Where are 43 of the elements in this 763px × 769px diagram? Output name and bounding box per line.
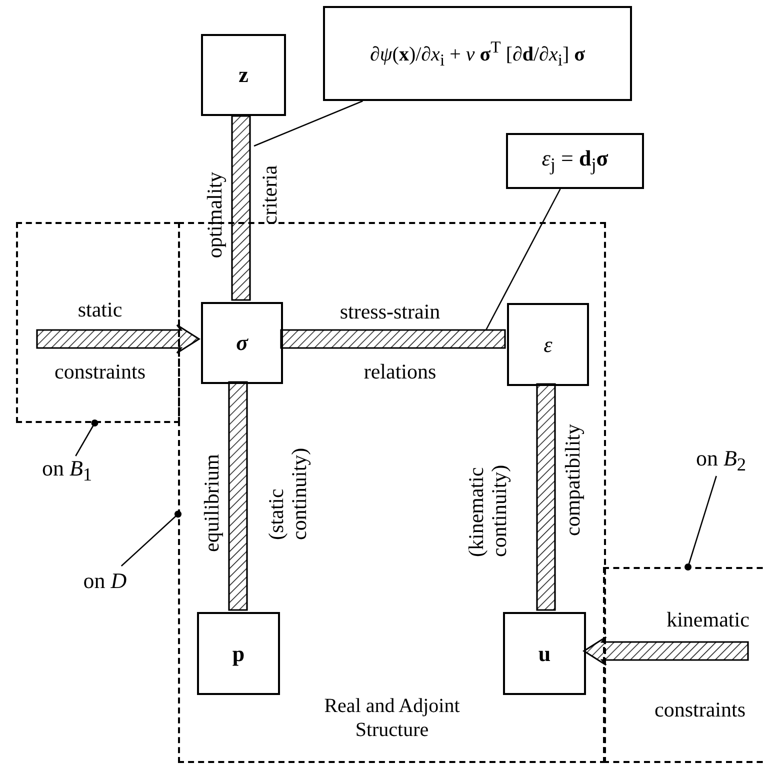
bar-label: optimality xyxy=(203,172,227,258)
variable-box xyxy=(201,34,286,116)
variable-box xyxy=(507,303,589,386)
hatched-arrow xyxy=(582,636,749,666)
boundary-label: on B$_{2}$ xyxy=(694,445,748,477)
variable-symbol: σ xyxy=(235,330,250,356)
formula-text: ε$_{j}$ = d$_{j}$σ xyxy=(540,145,610,177)
arrow-label: static xyxy=(78,298,122,322)
variable-box xyxy=(201,302,283,384)
boundary-label: on D xyxy=(82,568,128,594)
bar-label: criteria xyxy=(258,165,282,225)
variable-box xyxy=(197,612,280,695)
formula-box xyxy=(506,133,644,189)
bar-label: compatibility xyxy=(561,424,585,536)
bar-label: stress-strain xyxy=(340,300,440,324)
variable-symbol: p xyxy=(231,640,246,667)
hatched-bar xyxy=(536,383,556,611)
bar-label: (static continuity) xyxy=(264,446,312,540)
leader-line xyxy=(254,100,363,147)
boundary-region xyxy=(16,222,180,423)
formula-text: ∂ψ(x)/∂x$_{i}$ + ν σ$^{T}$ [∂d/∂x$_{i}$] σ xyxy=(368,37,586,70)
bar-label: equilibrium xyxy=(200,454,224,552)
boundary-label: on B$_{1}$ xyxy=(40,455,94,487)
leader-line xyxy=(684,476,717,570)
arrow-label: kinematic xyxy=(666,608,750,632)
variable-symbol: ε xyxy=(542,331,554,358)
variable-symbol: u xyxy=(537,640,552,667)
boundary-region xyxy=(603,567,763,763)
arrow-label: constraints xyxy=(54,360,146,384)
hatched-bar xyxy=(280,329,506,349)
arrow-label: constraints xyxy=(654,698,746,722)
formula-box xyxy=(323,6,632,101)
variable-box xyxy=(503,612,586,695)
variable-symbol: z xyxy=(238,62,250,88)
bar-label: (kinematic continuity) xyxy=(464,464,512,557)
hatched-bar xyxy=(231,115,251,301)
region-title: Real and Adjoint Structure xyxy=(323,694,461,742)
hatched-arrow xyxy=(36,324,200,354)
leader-line xyxy=(75,420,98,456)
bar-label: relations xyxy=(364,360,436,384)
leader-line xyxy=(485,188,561,330)
leader-line xyxy=(120,510,182,566)
hatched-bar xyxy=(228,381,248,611)
